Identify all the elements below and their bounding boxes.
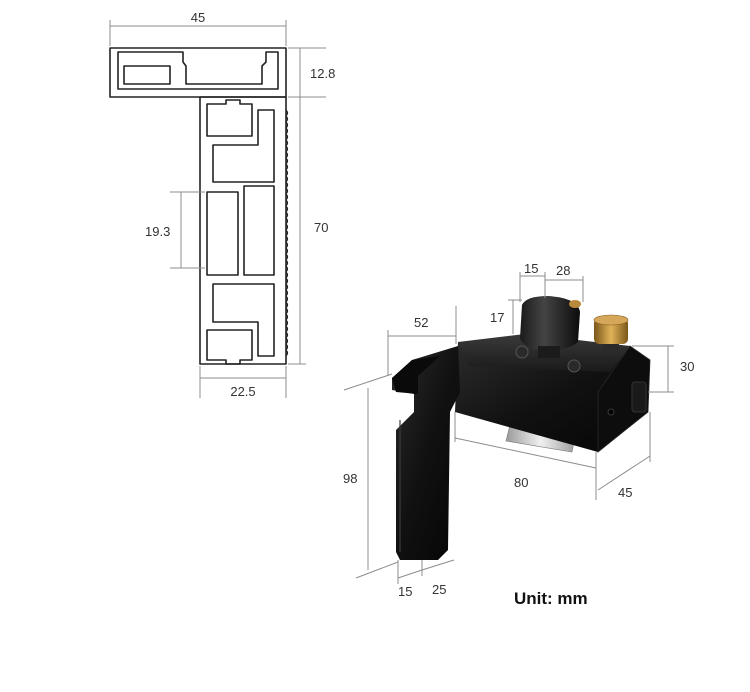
dim-width-top: 45: [191, 10, 205, 25]
dim-ext-98-top: [343, 373, 393, 391]
unit-label: Unit: mm: [514, 589, 588, 608]
profile-middle-slot: [206, 191, 239, 276]
profile-cross-section: [109, 47, 289, 365]
dim-width-body: 22.5: [230, 384, 255, 399]
dim-line-45: [597, 455, 651, 491]
flip-arm: [392, 346, 460, 560]
dim-ext-98-bottom: [355, 561, 399, 579]
profile-middle-window: [243, 185, 275, 276]
profile-body-outline: [199, 96, 287, 365]
dim-15-bottom: 15: [398, 584, 412, 599]
dim-15-top: 15: [524, 261, 538, 276]
profile-lower-channel: [212, 283, 275, 357]
knob-stem: [538, 346, 560, 358]
profile-lower-pocket: [206, 329, 253, 365]
profile-top-pocket: [123, 65, 171, 85]
knob-icon: [520, 296, 580, 351]
dim-98: 98: [343, 471, 357, 486]
dim-height-top: 12.8: [310, 66, 335, 81]
brass-pin-icon: [569, 300, 581, 308]
dim-line-15-bottom: [397, 569, 423, 579]
dim-28: 28: [556, 263, 570, 278]
stop-side-hole: [607, 408, 615, 416]
flip-arm-face: [392, 356, 440, 394]
screw-left-icon: [515, 345, 529, 359]
dim-25: 25: [432, 582, 446, 597]
brass-knob-top: [593, 314, 629, 326]
dim-line-25: [421, 559, 455, 571]
dim-height-body: 70: [314, 220, 328, 235]
profile-upper-pocket: [206, 99, 253, 137]
stop-dimension-lines: [343, 272, 674, 584]
brass-knob-stem: [603, 344, 619, 350]
dim-30: 30: [680, 359, 694, 374]
dim-80: 80: [514, 475, 528, 490]
dim-slot-height: 19.3: [145, 224, 170, 239]
dim-17: 17: [490, 310, 504, 325]
profile-top-channel: [117, 51, 279, 90]
stop-end-block: [597, 345, 651, 453]
profile-upper-channel: [212, 109, 275, 183]
dim-52: 52: [414, 315, 428, 330]
stop-end-clip: [631, 381, 647, 413]
profile-dimension-lines: [109, 20, 326, 398]
screw-right-icon: [567, 359, 581, 373]
flip-stop-drawing: [392, 296, 651, 560]
profile-serrated-edge: [285, 109, 289, 357]
dim-45: 45: [618, 485, 632, 500]
dim-line-80: [454, 437, 597, 469]
